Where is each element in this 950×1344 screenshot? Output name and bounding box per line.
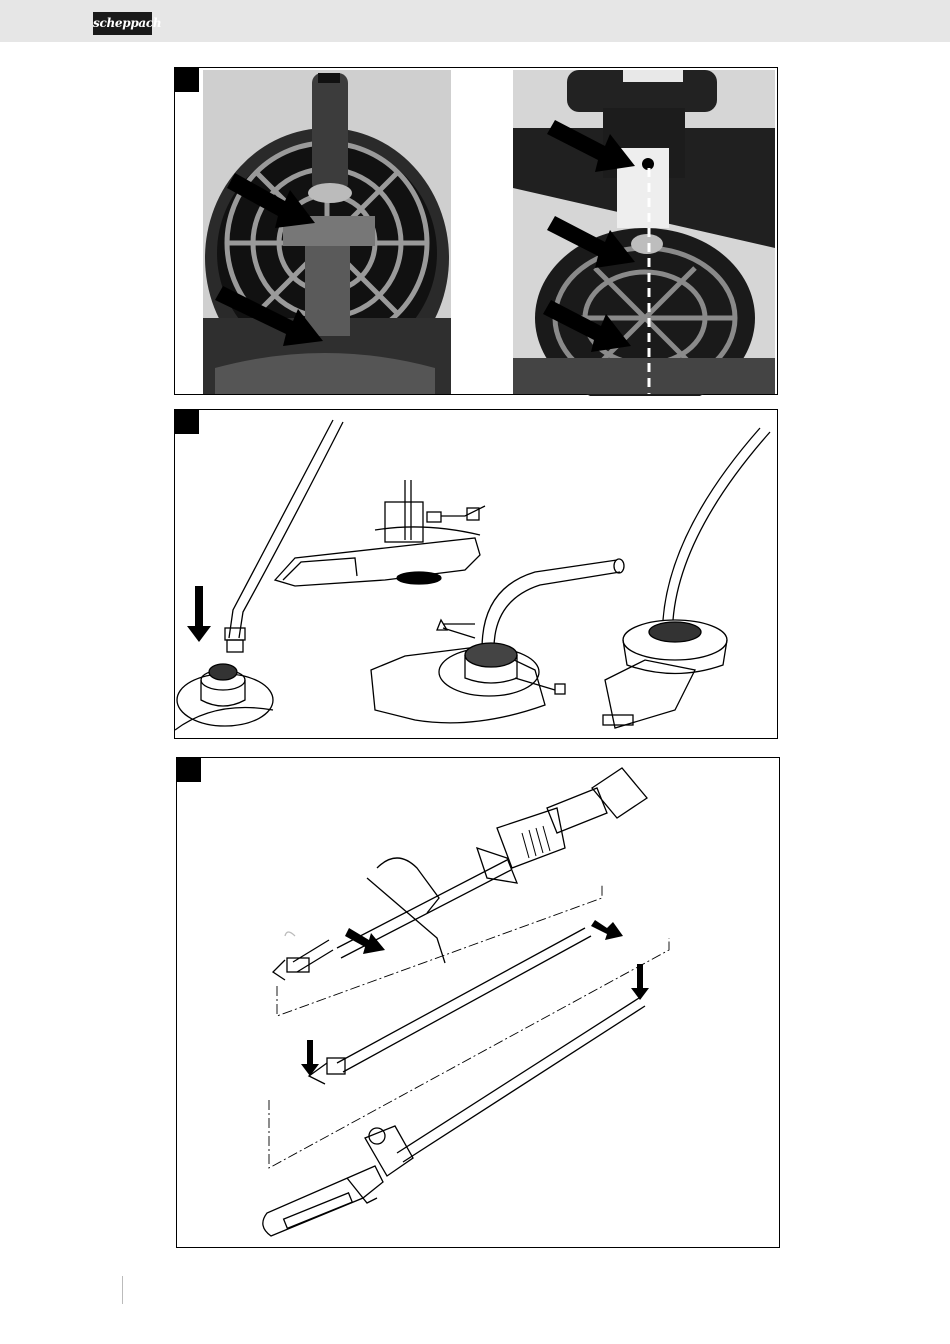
figure-3-drawings — [177, 758, 781, 1249]
figure-1-badge — [175, 68, 199, 92]
brand-logo: scheppach — [93, 12, 152, 35]
photo-shaft-alignment — [513, 70, 775, 396]
extension-pole-assembly — [269, 768, 669, 1168]
figure-1 — [174, 67, 778, 395]
figure-3 — [176, 757, 780, 1248]
figure-2-badge — [175, 410, 199, 434]
motor-housing-detail — [275, 480, 485, 586]
photo-fan-cover-arrows — [203, 70, 451, 394]
figure-2-drawings — [175, 410, 779, 740]
figure-1-photos — [175, 68, 779, 396]
footer-rule — [122, 1276, 123, 1304]
figure-2 — [174, 409, 778, 739]
assembled-blower — [603, 428, 770, 728]
tube-insertion — [175, 420, 343, 730]
pole-saw-attachment — [263, 1126, 413, 1236]
figure-3-badge — [177, 758, 201, 782]
